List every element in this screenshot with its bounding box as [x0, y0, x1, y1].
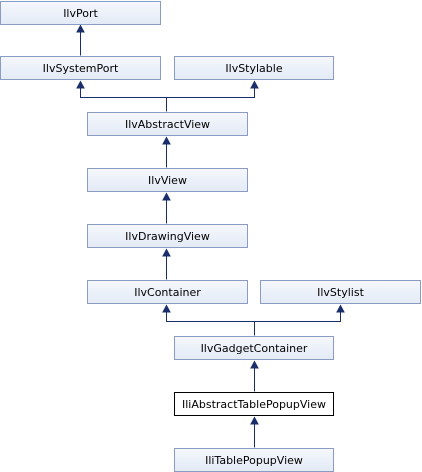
arrowhead-ilvdrawingview: [162, 248, 171, 257]
arrowhead-ilvport: [76, 24, 85, 33]
arrowhead-iliabstracttablepopupview: [250, 416, 259, 425]
arrowhead-ilvabstractview: [162, 136, 171, 145]
class-node-ilvdrawingview[interactable]: IlvDrawingView: [87, 224, 248, 248]
arrowhead-ilvview: [162, 192, 171, 201]
arrowhead-ilvgadgetcontainer: [250, 360, 259, 369]
edge-ilvgadgetcontainer-ilvstylist: [254, 311, 341, 322]
class-node-ilitablepopupview[interactable]: IliTablePopupView: [174, 448, 334, 472]
class-node-ilvgadgetcontainer[interactable]: IlvGadgetContainer: [174, 336, 334, 360]
class-node-iliabstracttablepopupview: IliAbstractTablePopupView: [174, 392, 334, 416]
class-node-ilvabstractview[interactable]: IlvAbstractView: [87, 112, 248, 136]
edge-ilvabstractview-ilvsystemport: [80, 87, 167, 112]
class-node-ilvport[interactable]: IlvPort: [0, 1, 161, 25]
class-node-ilvstylist[interactable]: IlvStylist: [260, 280, 421, 304]
class-node-ilvcontainer[interactable]: IlvContainer: [87, 280, 248, 304]
edge-ilvabstractview-ilvstylable: [166, 87, 255, 98]
arrowhead-ilvsystemport: [76, 80, 85, 89]
arrowhead-ilvstylist: [336, 304, 345, 313]
arrowhead-ilvstylable: [250, 80, 259, 89]
edge-ilvgadgetcontainer-ilvcontainer: [166, 311, 255, 336]
class-node-ilvstylable[interactable]: IlvStylable: [174, 56, 334, 80]
class-node-ilvview[interactable]: IlvView: [87, 168, 248, 192]
class-node-ilvsystemport[interactable]: IlvSystemPort: [0, 56, 161, 80]
arrowhead-ilvcontainer: [162, 304, 171, 313]
